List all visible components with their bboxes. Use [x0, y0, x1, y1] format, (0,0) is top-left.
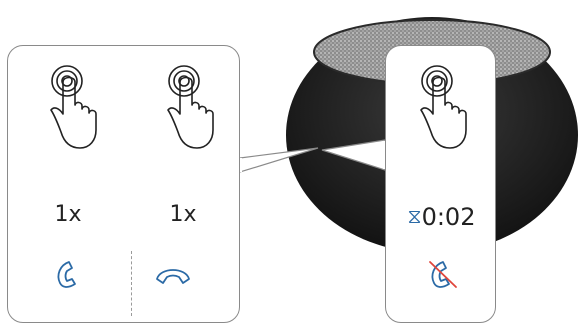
phone-answer-icon: [54, 259, 84, 289]
action-divider: [131, 251, 132, 316]
hold-action-panel: ⧖0:02: [385, 45, 496, 323]
hold-duration: ⧖0:02: [386, 203, 497, 231]
hourglass-icon: ⧖: [408, 204, 422, 228]
tap-hand-icon: [46, 64, 100, 150]
tap-actions-panel: 1x 1x: [7, 45, 240, 323]
tap-count-hangup: 1x: [143, 202, 223, 227]
tap-hand-icon: [163, 64, 217, 150]
phone-reject-icon: [426, 256, 460, 290]
phone-hangup-icon: [154, 261, 192, 287]
tap-count-answer: 1x: [28, 202, 108, 227]
hold-duration-value: 0:02: [422, 203, 476, 231]
tap-hand-icon: [416, 64, 470, 150]
